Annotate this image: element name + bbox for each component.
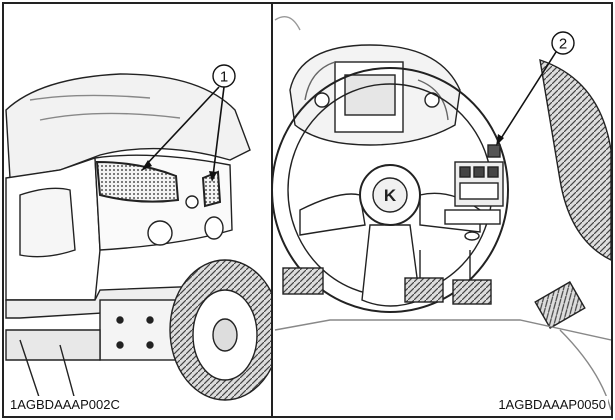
right-panel: K 2 1AGBDAAAP0050 [273, 16, 611, 413]
fog-lamp-right [204, 216, 224, 240]
callout-1-label: 1 [220, 69, 228, 86]
pedal-accelerator [534, 281, 586, 329]
callout-1-leader-a [144, 86, 220, 167]
front-weight [99, 299, 181, 361]
fog-lamp-left [147, 220, 173, 246]
emblem [185, 195, 199, 209]
callout-1-leader-b [212, 86, 225, 177]
hub-logo [372, 177, 408, 213]
left-panel: 1 1AGBDAAAP002C [5, 64, 271, 413]
fuel-gauge [314, 92, 330, 108]
pedal-clutch [282, 267, 324, 295]
callout-2-circle [551, 31, 575, 55]
pedal-brake-right [452, 279, 492, 305]
hazard-switch [487, 144, 501, 158]
callout-2-label: 2 [559, 36, 567, 53]
callout-2-leader [499, 51, 557, 141]
hood-top [5, 73, 251, 179]
left-figure-code: 1AGBDAAAP002C [10, 397, 120, 412]
pedal-brake-left [404, 277, 444, 303]
steering-wheel-rim [273, 67, 509, 313]
right-figure-code: 1AGBDAAAP0050 [498, 397, 606, 412]
combination-lever [444, 209, 501, 225]
rear-tire [539, 58, 611, 261]
hub-logo-letter: K [384, 186, 397, 205]
spoke-left [299, 193, 366, 236]
headlight-left [95, 160, 180, 203]
